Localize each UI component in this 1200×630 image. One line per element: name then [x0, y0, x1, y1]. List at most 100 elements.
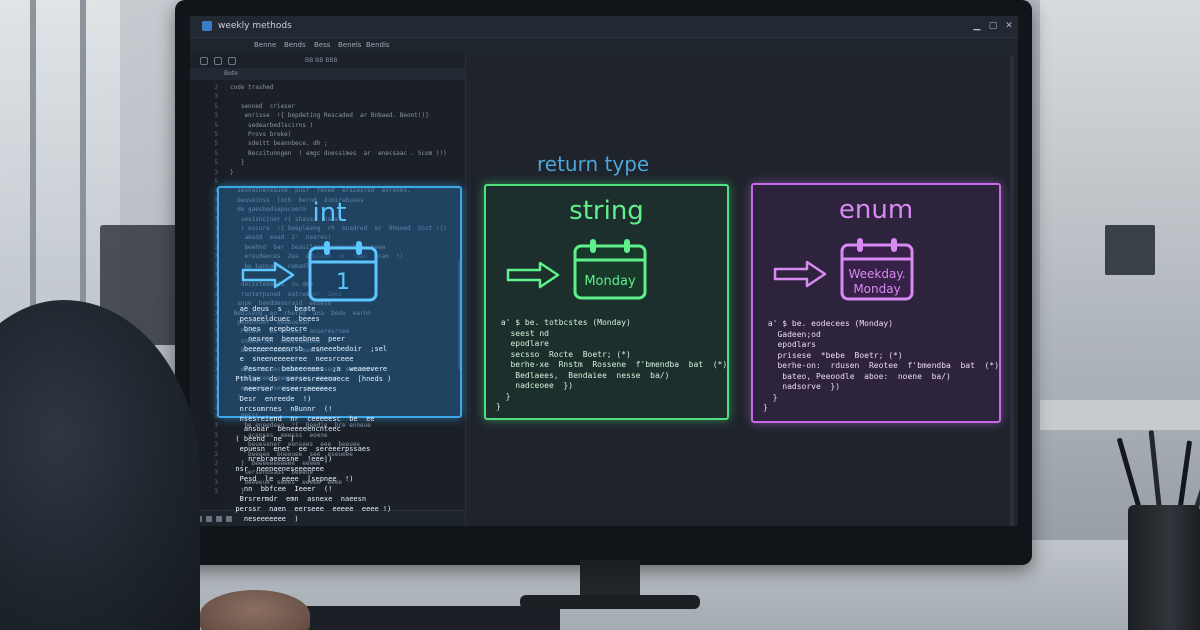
menu-item[interactable]: Bendis — [366, 41, 390, 49]
return-type-heading: return type — [537, 152, 650, 176]
line-number: 3 — [214, 450, 218, 458]
snippet-line: bnes ecepbecre — [227, 325, 308, 333]
code-line: aceoses eeesss eoene — [230, 431, 328, 439]
snippet-line: pesaeeldcuec beees — [227, 315, 320, 323]
title-bar: weekly methods ▁ ▢ ✕ — [190, 16, 1018, 38]
code-line: } beeeeeeeeeee eeeee — [230, 460, 321, 467]
line-number: 3 — [214, 281, 218, 289]
snippet-line: neerser eseerseeeeees — [227, 385, 337, 393]
preview-scrollbar[interactable] — [1010, 56, 1014, 526]
line-number: 5 — [214, 121, 218, 129]
snippet-line: prisese *bebe Boetr; (*) — [763, 350, 903, 360]
code-line: anpe beeddenerasd eesesd — [230, 300, 332, 308]
status-icon[interactable] — [216, 516, 222, 522]
code-line: ronterpsned eatreeeer 2ees — [230, 290, 342, 298]
snippet-line: Bedlaees, Bendaiee nesse ba/) — [496, 370, 670, 380]
line-number: 3 — [214, 272, 218, 279]
code-line: beuseinss loch bernd dimirwbuses — [230, 196, 364, 204]
snippet-line: ae deus s beate — [227, 305, 316, 313]
status-icon[interactable] — [226, 516, 232, 522]
snippet-line: } — [496, 402, 501, 411]
maximize-button[interactable]: ▢ — [988, 21, 998, 31]
snippet-line: epodlars — [763, 340, 816, 349]
line-number: 3 — [214, 215, 218, 223]
background-desk — [1040, 400, 1200, 430]
line-number: 3 — [214, 243, 218, 251]
code-line: code trashed — [230, 84, 274, 91]
code-line: sneestlen ceesrunasee — [230, 337, 321, 345]
snippet-line: nadceoee }) — [496, 381, 574, 390]
code-line: Becsitunngen ( emgc doessimes ar enecsaa… — [230, 149, 447, 157]
app-icon — [202, 21, 212, 31]
calendar-label-line1: Weekday. — [848, 267, 906, 281]
line-number: 5 — [214, 102, 218, 110]
snippet-line: berhe-xe Rnstm Rossene f'bmendba bat (*) — [496, 360, 728, 369]
snippet-line: Desr enreede !) — [227, 395, 312, 403]
snippet-line: seest nd — [496, 328, 549, 338]
calendar-icon — [308, 241, 378, 302]
line-number: 3 — [214, 168, 218, 176]
snippet-line: Pesrecr bebeeeeees ;a weaeevere — [227, 365, 388, 373]
calendar-label-line2: Monday — [853, 282, 901, 296]
save-icon[interactable] — [228, 57, 236, 65]
line-number: 3 — [214, 234, 218, 242]
snippet-line: nrcsomrnes n8unnr (! — [227, 405, 333, 413]
snippet-line: Pesd le eeee [sepnee !) — [227, 475, 354, 483]
status-icon[interactable] — [206, 516, 212, 522]
line-number: 3 — [214, 394, 218, 402]
menu-item[interactable]: Benels — [338, 41, 362, 49]
snippet-line: epuesn enet ee sereeerpssaes — [227, 445, 371, 453]
code-line: sesnacneresuse pusr reoed ersiesred exre… — [230, 187, 411, 195]
snippet-line: nsr neeneeneseeeeeee — [227, 465, 324, 473]
code-line: espeneensessreses eeeeseed eenseeee — [230, 366, 375, 373]
code-line: } — [230, 488, 245, 496]
line-number: 3 — [214, 112, 218, 120]
snippet-line: Pthlae ds sersesreeeoaece [hneds ) — [227, 375, 392, 383]
line-number: 3 — [214, 262, 218, 270]
toolbar: BB BB BBB — [190, 54, 465, 68]
snippet-line: Brsrermdr emn asnexe naeesn — [227, 495, 367, 503]
folder-icon[interactable] — [214, 57, 222, 65]
code-line: eeeeedendsenecee eeseee — [230, 384, 328, 392]
line-number: 3 — [214, 488, 218, 496]
snippet-line: nrebraeeesne !eee|) — [227, 455, 333, 463]
code-line: Bediseng en rhered ana Dede earnn — [230, 309, 371, 317]
snippet-line: epodlare — [496, 339, 549, 348]
menu-bar: Benne Bends Bess Benels Bendis — [190, 38, 1018, 54]
code-line: de gaeshediepucoerm — [230, 206, 306, 214]
screen: weekly methods ▁ ▢ ✕ Benne Bends Bess Be… — [190, 16, 1018, 526]
menu-item[interactable]: Bends — [284, 41, 306, 49]
code-line: Pesbe! Bs besees anseresrnee — [230, 328, 350, 336]
code-line: senned crieser — [230, 102, 303, 110]
int-code-snippet: ae deus s beate pesaeeldcuec beees bnes … — [227, 304, 391, 526]
snippet-line: secsso Rocte Boetr; (*) — [496, 349, 631, 359]
code-line: sersenusaus beeeue — [230, 469, 314, 477]
code-line: be eneedeuu !{ Beedie bre enneue — [230, 422, 371, 430]
code-line: Provs breke) — [230, 131, 292, 138]
code-line: peaunnuer ueabueseu — [230, 319, 310, 326]
string-code-snippet: a' $ be. totbcstes (Monday) seest nd epo… — [496, 318, 727, 413]
line-number: 3 — [214, 460, 218, 467]
toolbar-label: BB BB BBB — [305, 57, 338, 64]
line-number: 3 — [214, 290, 218, 298]
line-number: 3 — [214, 319, 218, 326]
code-line: } — [230, 159, 245, 167]
snippet-line: } — [763, 392, 778, 402]
close-button[interactable]: ✕ — [1005, 21, 1013, 31]
code-line: beeeee bneeuee see eseueee — [230, 450, 353, 458]
line-number: 3 — [214, 337, 218, 345]
minimize-button[interactable]: ▁ — [973, 21, 981, 31]
arrow-right-icon — [506, 261, 560, 289]
snippet-line: nn bbfcee Ieeer (! — [227, 485, 333, 493]
int-card: int 1 ae deus s beate pesaeeldcuec beees… — [217, 186, 462, 526]
menu-item[interactable]: Bess — [314, 41, 331, 49]
snippet-line: nadsorve }) — [763, 382, 841, 391]
snippet-line: ansoar beneeeeencnteec — [227, 425, 341, 433]
file-icon[interactable] — [200, 57, 208, 65]
code-line: enrisse !{ bepdeting Rescaded ar Bnbaed.… — [230, 112, 429, 120]
snippet-line: } — [496, 391, 511, 401]
enum-code-snippet: a' $ be. eodecees (Monday) Gadeen;od epo… — [763, 319, 999, 414]
line-number: 3 — [214, 356, 218, 364]
menu-item[interactable]: Benne — [254, 41, 277, 49]
snippet-line: perssr naen eerseee eeeee eeee !) — [227, 505, 392, 513]
